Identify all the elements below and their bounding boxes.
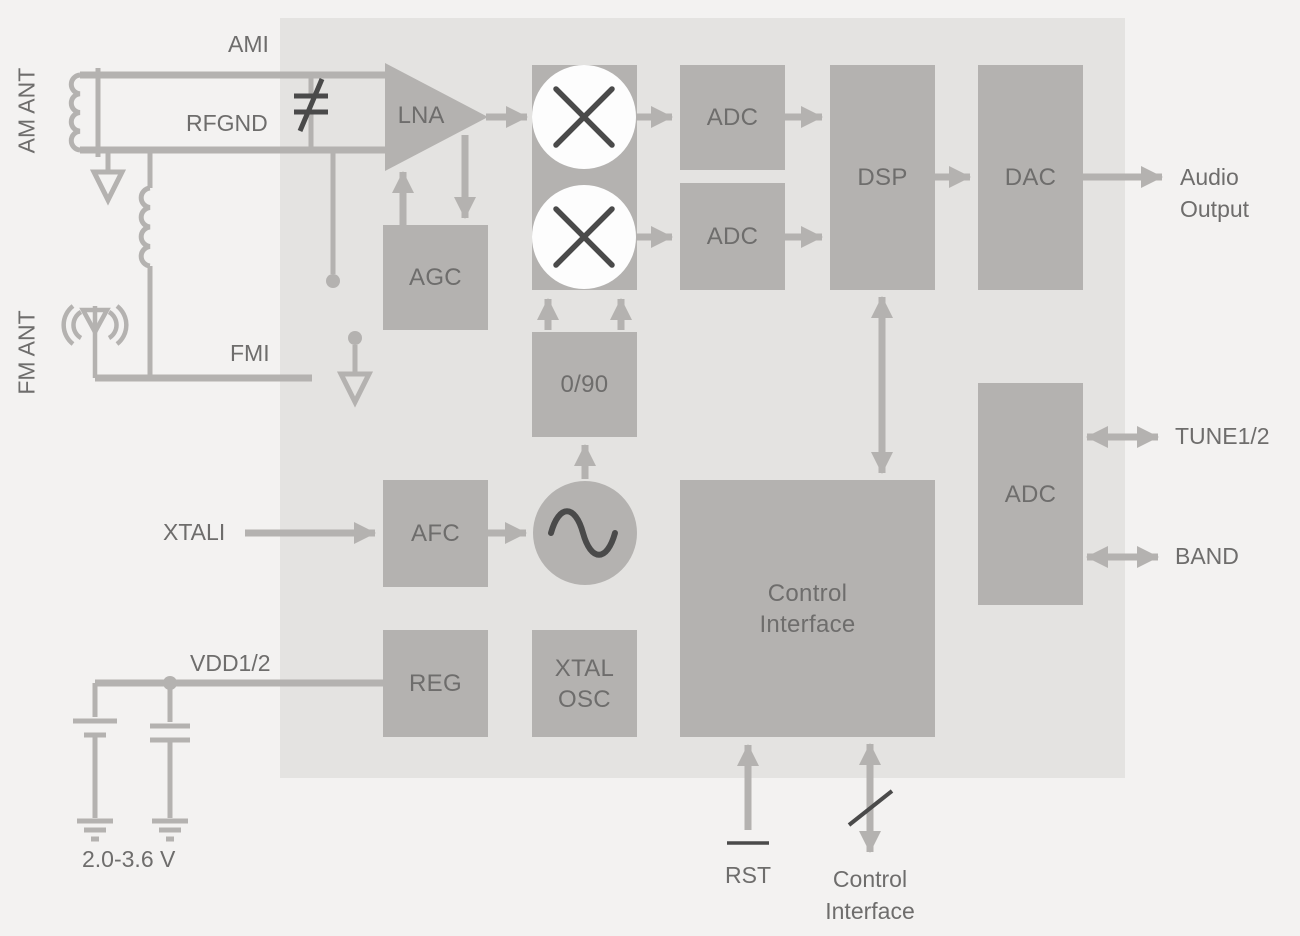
reg-label: REG: [409, 670, 462, 697]
phase-shifter-label: 0/90: [560, 371, 609, 398]
dac-label: DAC: [1004, 164, 1057, 191]
aux-adc-label: ADC: [1004, 480, 1057, 508]
control-interface-label-line1: Control: [767, 579, 848, 607]
control-interface-block: Control Interface: [680, 480, 935, 737]
control-interface-label-line2: Interface: [759, 610, 856, 638]
fm-ant-label: FM ANT: [13, 310, 40, 395]
adc-i-block: ADC: [680, 65, 785, 170]
fmi-pin-label: FMI: [230, 340, 270, 366]
adc-q-label: ADC: [706, 223, 759, 250]
adc-q-block: ADC: [680, 183, 785, 290]
xtali-pin-label: XTALI: [163, 519, 226, 545]
xtal-osc-label-line1: XTAL: [554, 654, 615, 682]
aux-adc-block: ADC: [978, 383, 1083, 605]
mixer-block: [532, 65, 637, 290]
phase-shifter-block: 0/90: [532, 332, 637, 437]
supply-voltage-label: 2.0-3.6 V: [82, 846, 176, 872]
rfgnd-pin-label: RFGND: [186, 110, 268, 136]
tune-pin-label: TUNE1/2: [1175, 423, 1270, 449]
rst-pin-label: RST: [725, 862, 771, 888]
adc-i-label: ADC: [706, 104, 759, 131]
dsp-block: DSP: [830, 65, 935, 290]
afc-label: AFC: [411, 520, 460, 547]
bus-slash-icon: [847, 789, 894, 827]
lna-label: LNA: [397, 102, 445, 129]
ami-pin-label: AMI: [228, 31, 269, 57]
control-interface-pin-label: Control Interface: [825, 866, 915, 924]
band-pin-label: BAND: [1175, 543, 1239, 569]
vdd-pin-label: VDD1/2: [190, 650, 271, 676]
agc-block: AGC: [383, 225, 488, 330]
audio-output-label: Audio Output: [1180, 164, 1250, 222]
xtal-osc-block: XTAL OSC: [532, 630, 637, 737]
xtal-osc-label-line2: OSC: [558, 685, 611, 713]
am-ant-label: AM ANT: [13, 67, 40, 154]
ground-icon: [89, 169, 127, 206]
fm-antenna-icon: [61, 304, 312, 382]
agc-label: AGC: [409, 264, 462, 291]
afc-block: AFC: [383, 480, 488, 587]
dac-block: DAC: [978, 65, 1083, 290]
reg-block: REG: [383, 630, 488, 737]
dsp-label: DSP: [857, 164, 908, 191]
